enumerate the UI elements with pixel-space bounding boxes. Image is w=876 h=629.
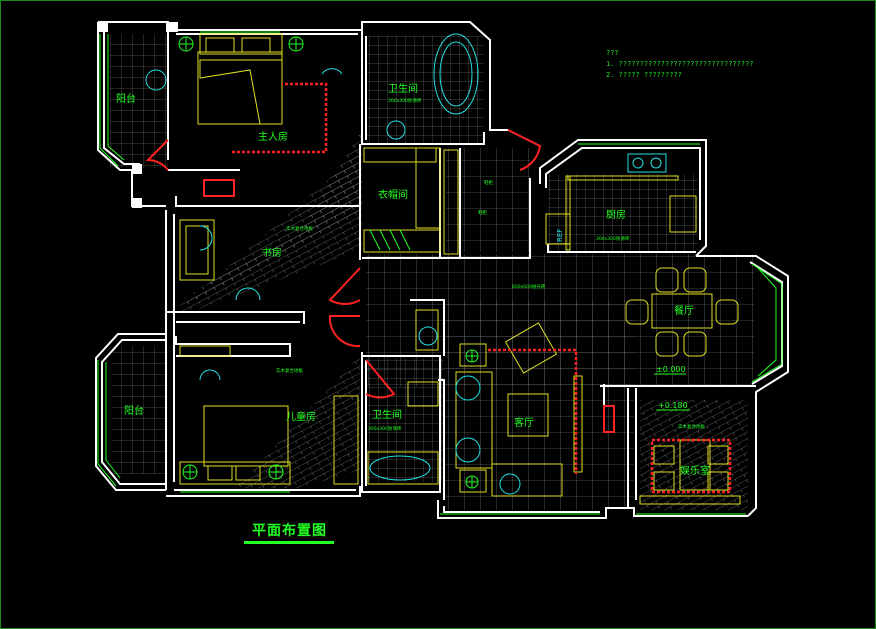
room-label-closet: 衣帽间 [378,188,408,201]
elevation-entertainment: +0.180 [658,401,688,410]
doors [145,129,615,433]
note-hall: 600x600抛光砖 [512,283,546,290]
note-ref: REF [556,229,564,242]
windows [97,31,783,515]
note-study: 实木复合地板 [286,225,313,232]
notes-line-2: 2. ????? ????????? [606,71,682,79]
room-label-kids-room: 儿童房 [286,410,316,423]
note-bath-top: 300x300防滑砖 [388,97,422,104]
note-bath-bottom: 300x300防滑砖 [368,425,402,432]
column-markers [98,22,178,208]
drawing-notes: ??? 1. ???????????????????????????????? … [606,48,754,81]
fixtures [145,33,667,495]
room-label-balcony-bottom: 阳台 [124,404,144,417]
carpets [232,82,732,494]
note-kitchen: 300x300防滑砖 [596,235,630,242]
drawing-title: 平面布置图 [252,523,327,539]
note-entertainment: 实木复合地板 [678,423,705,430]
room-label-dining: 餐厅 [674,304,694,317]
notes-heading: ??? [606,49,619,57]
plants [178,36,479,489]
room-label-master-bedroom: 主人房 [258,130,288,143]
room-label-balcony-top: 阳台 [116,92,136,105]
elevation-dining: ±0.000 [656,365,686,374]
room-label-bathroom-top: 卫生间 [388,82,418,95]
floor-patterns [110,34,754,510]
note-shoe-2: 鞋柜 [478,209,487,216]
title-underline [244,541,334,544]
note-kids: 实木复合地板 [276,367,303,374]
furniture [179,33,741,505]
room-label-study: 书房 [262,246,282,259]
notes-line-1: 1. ???????????????????????????????? [606,60,754,68]
note-shoe-1: 鞋柜 [484,179,493,186]
room-label-kitchen: 厨房 [606,208,626,221]
room-label-bathroom-bottom: 卫生间 [372,408,402,421]
room-label-living: 客厅 [514,416,534,429]
room-label-entertainment: 娱乐室 [680,464,710,477]
